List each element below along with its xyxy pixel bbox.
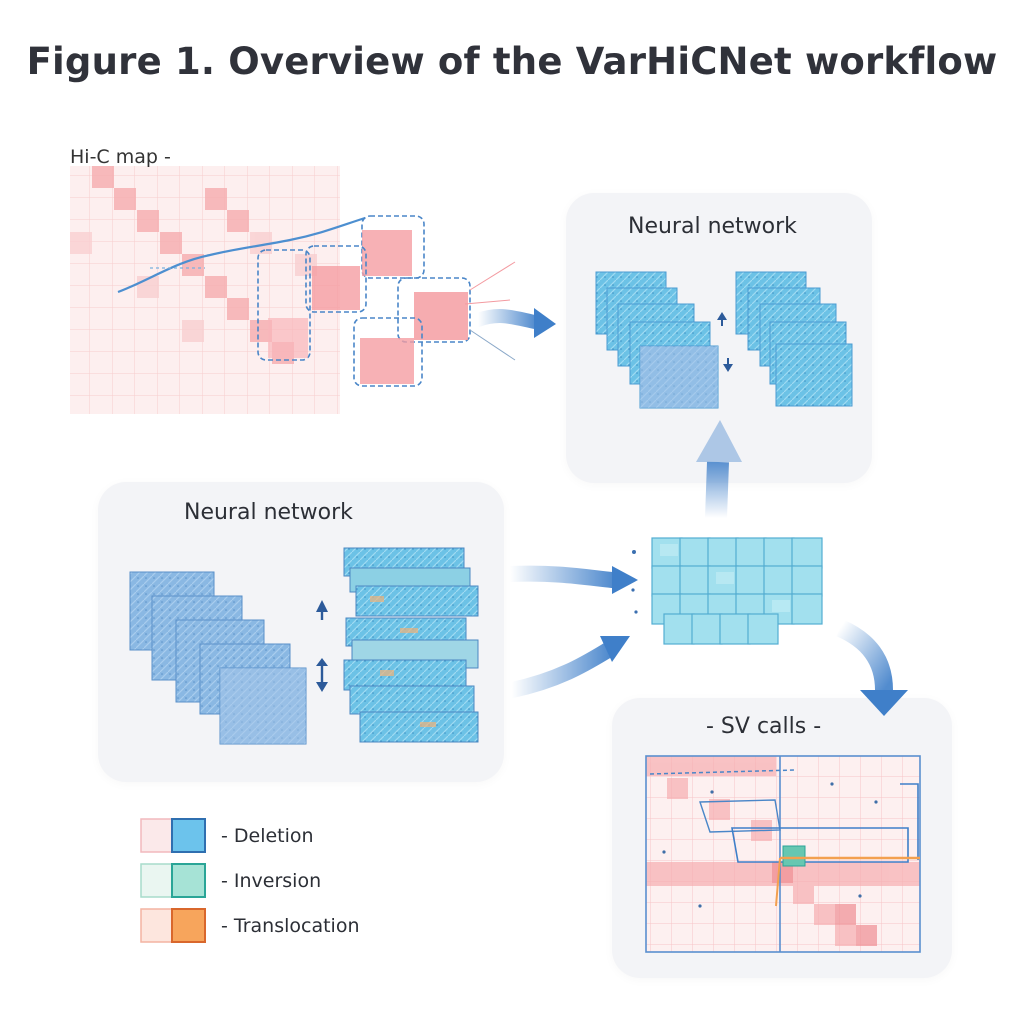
nn-top-stack-left [595, 271, 719, 409]
latent-cube-grid [631, 537, 823, 645]
arrow-hic-to-nn [471, 308, 556, 338]
legend-deletion-label: - Deletion [221, 825, 314, 847]
legend-swatches [140, 818, 206, 943]
arrow-nn-to-latent [502, 565, 638, 698]
sv-calls-map [645, 755, 921, 953]
arrow-latent-to-nn-top [696, 420, 742, 519]
legend-deletion-swatch [140, 818, 206, 853]
nn-middle-stack-left [129, 571, 307, 745]
nn-middle-label: Neural network [184, 500, 353, 525]
figure-title: Figure 1. Overview of the VarHiCNet work… [26, 40, 998, 83]
nn-middle-stack-right [343, 547, 479, 743]
legend-translocation-label: - Translocation [221, 915, 360, 937]
sv-calls-label: - SV calls - [706, 714, 822, 739]
nn-top-stack-right [735, 271, 853, 407]
hic-map [70, 166, 366, 414]
nn-middle-blocks [129, 547, 479, 745]
hic-patches [257, 215, 516, 387]
nn-top-label: Neural network [628, 214, 797, 239]
legend-inversion-swatch [140, 863, 206, 898]
legend-inversion-label: - Inversion [221, 870, 322, 892]
legend-translocation-swatch [140, 908, 206, 943]
hic-map-label: Hi-C map - [70, 146, 171, 168]
arrow-latent-to-sv [836, 619, 908, 716]
nn-top-blocks [595, 271, 853, 409]
